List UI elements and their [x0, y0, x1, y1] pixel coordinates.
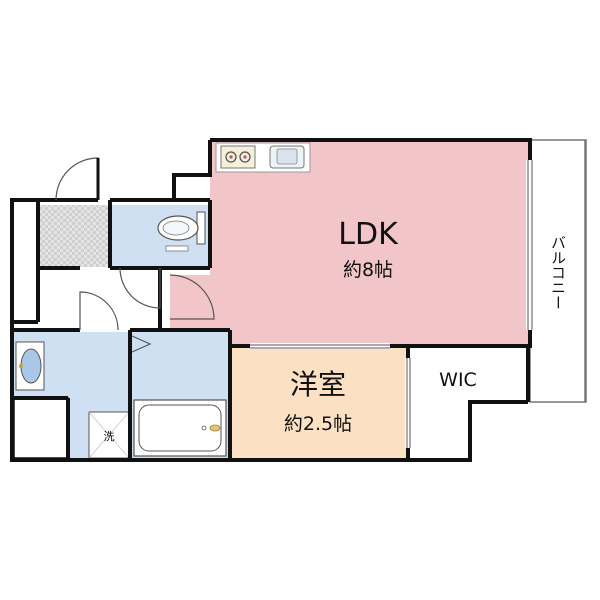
ldk-room-size: 約8帖 [343, 259, 393, 281]
laundry-label: 洗 [104, 430, 115, 443]
western-room-area [230, 346, 408, 460]
western-room-size: 約2.5帖 [284, 413, 352, 435]
wic-room-name: WIC [439, 369, 477, 391]
door-swing-icon [55, 157, 215, 331]
ldk-room-name: LDK [338, 217, 399, 252]
bathroom-door [131, 335, 152, 353]
toilet-icon [157, 211, 206, 252]
balcony-window [526, 160, 534, 330]
entrance-tile [38, 205, 110, 267]
ldk-entry-area [170, 275, 212, 329]
bathtub-icon [133, 399, 227, 457]
kitchen-sink-icon [269, 145, 305, 169]
washbasin-icon [15, 341, 45, 391]
balcony [529, 139, 587, 403]
kitchen-stove-icon [220, 145, 256, 169]
wic-sliding-door [405, 358, 411, 448]
washing-machine-pan-icon: 洗 [88, 411, 130, 459]
ldk-area [210, 140, 530, 346]
balcony-label: バルコニー [549, 235, 567, 310]
western-room-sliding-door [250, 343, 390, 349]
storage-cabinet [13, 397, 69, 459]
western-room-name: 洋室 [290, 368, 346, 401]
